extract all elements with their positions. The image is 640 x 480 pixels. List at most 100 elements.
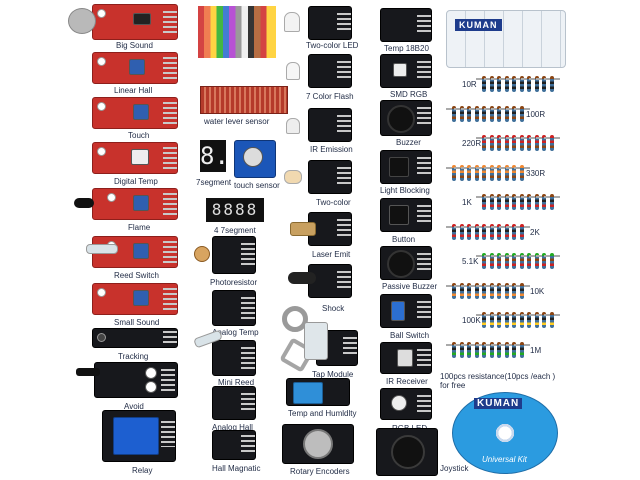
resistor [513,282,530,299]
passive-buzzer-label: Passive Buzzer [382,282,438,291]
storage-box: KUMAN [446,10,566,68]
smd-rgb-module [380,54,432,88]
laser-head-icon [290,222,316,236]
temp-humidity-module [286,378,350,406]
shock-spring-icon [288,272,316,284]
photoresistor-label: Photoresistor [210,278,258,287]
tracking-module [92,328,178,348]
reed-switch-label: Reed Switch [114,271,159,280]
two-color-led-label: Two-color LED [306,41,359,50]
joystick-label: Joystick [440,464,469,473]
touch-sensor-module [234,140,276,178]
button-module [380,198,432,232]
big-sound-label: Big Sound [116,41,153,50]
ir-led-bulb-icon [286,118,300,134]
seven-segment-display: 8. [200,140,229,172]
relay-module [102,410,176,462]
flame-module [92,188,178,220]
analog-temp-module [212,290,256,326]
resistor-value-label: 330R [526,168,546,178]
ball-switch-module [380,294,432,328]
avoid-module [94,362,178,398]
passive-buzzer-module [380,246,432,280]
small-sound-label: Small Sound [114,318,160,327]
big-sound-module [92,4,178,40]
resistor [543,76,560,92]
touch-label: Touch [128,131,150,140]
jumper-wire-icon [198,6,276,58]
flame-led-icon [74,198,94,208]
cd-label: Universal Kit [482,455,527,464]
buzzer-module [380,100,432,136]
temp-18b20-module [380,8,432,42]
touch-sensor-label: touch sensor [234,181,280,190]
rgb-led-module [380,388,432,420]
hall-magnetic-label: Hall Magnatic [212,464,261,473]
avoid-ir-icon [76,368,100,376]
resistor [513,105,530,122]
resistor-value-label: 100R [526,109,546,119]
resistor [543,312,560,328]
temp-humidity-label: Temp and Humldlty [288,409,357,418]
seven-color-flash-module [308,54,352,88]
resistor-value-label: 10R [462,80,477,89]
water-level-label: water lever sensor [204,117,270,126]
two-color-bulb-icon [284,170,302,184]
resistor [543,253,560,269]
rotary-encoder-module [282,424,354,464]
avoid-label: Avoid [124,402,144,411]
resistor [543,194,560,210]
smd-rgb-label: SMD RGB [390,90,428,99]
photoresistor-module [212,236,256,274]
touch-module [92,97,178,129]
analog-temp-label: Analog Temp [212,328,259,337]
mini-reed-module [212,340,256,376]
resistor-value-label: 10K [530,286,545,296]
rotary-encoders-label: Rotary Encoders [290,467,350,476]
seven-segment-label: 7segment [196,178,232,187]
resistor-value-label: 1K [462,198,472,207]
big-sound-mic-icon [68,8,96,34]
resistor-value-label: 2K [530,227,540,237]
small-sound-module [92,283,178,315]
photoresistor-cell-icon [194,246,210,262]
resistor [543,135,560,151]
two-color-label: Two-color [316,198,351,207]
shock-label: Shock [322,304,345,313]
linear-hall-label: Linear Hall [114,86,153,95]
seven-color-flash-label: 7 Color Flash [306,92,354,101]
temp-18b20-label: Temp 18B20 [384,44,429,53]
resistor [513,223,530,240]
buzzer-label: Buzzer [396,138,421,147]
resistor-value-label: 100K [462,316,481,325]
four-seven-segment-label: 4 7segment [214,226,256,235]
analog-hall-module [212,386,256,420]
flame-label: Flame [128,223,151,232]
two-color-led-bulb-icon [284,12,300,32]
joystick-module [376,428,438,476]
resistor [513,164,530,181]
relay-label: Relay [132,466,153,475]
linear-hall-module [92,52,178,84]
ball-switch-label: Ball Switch [390,331,430,340]
tracking-label: Tracking [118,352,149,361]
resistor [513,341,530,358]
washer-icon [282,306,308,332]
ir-receiver-label: IR Receiver [386,377,428,386]
shock-module [308,264,352,298]
resistor-value-label: 220R [462,139,482,148]
box-brand-logo: KUMAN [455,19,502,31]
tap-switch-icon [304,322,328,360]
cd-brand-logo: KUMAN [474,398,523,409]
seven-color-led-bulb-icon [286,62,300,80]
laser-emit-label: Laser Emit [312,250,351,259]
digital-temp-module [92,142,178,174]
four-seven-segment-display: 8888 [206,198,264,222]
mini-reed-label: Mini Reed [218,378,255,387]
resistor-note-free: for free [440,381,466,390]
digital-temp-label: Digital Temp [114,177,158,186]
ir-emission-label: IR Emission [310,145,353,154]
hall-magnetic-module [212,430,256,460]
tap-module-label: Tap Module [312,370,354,379]
resistor-value-label: 5.1K [462,257,479,266]
